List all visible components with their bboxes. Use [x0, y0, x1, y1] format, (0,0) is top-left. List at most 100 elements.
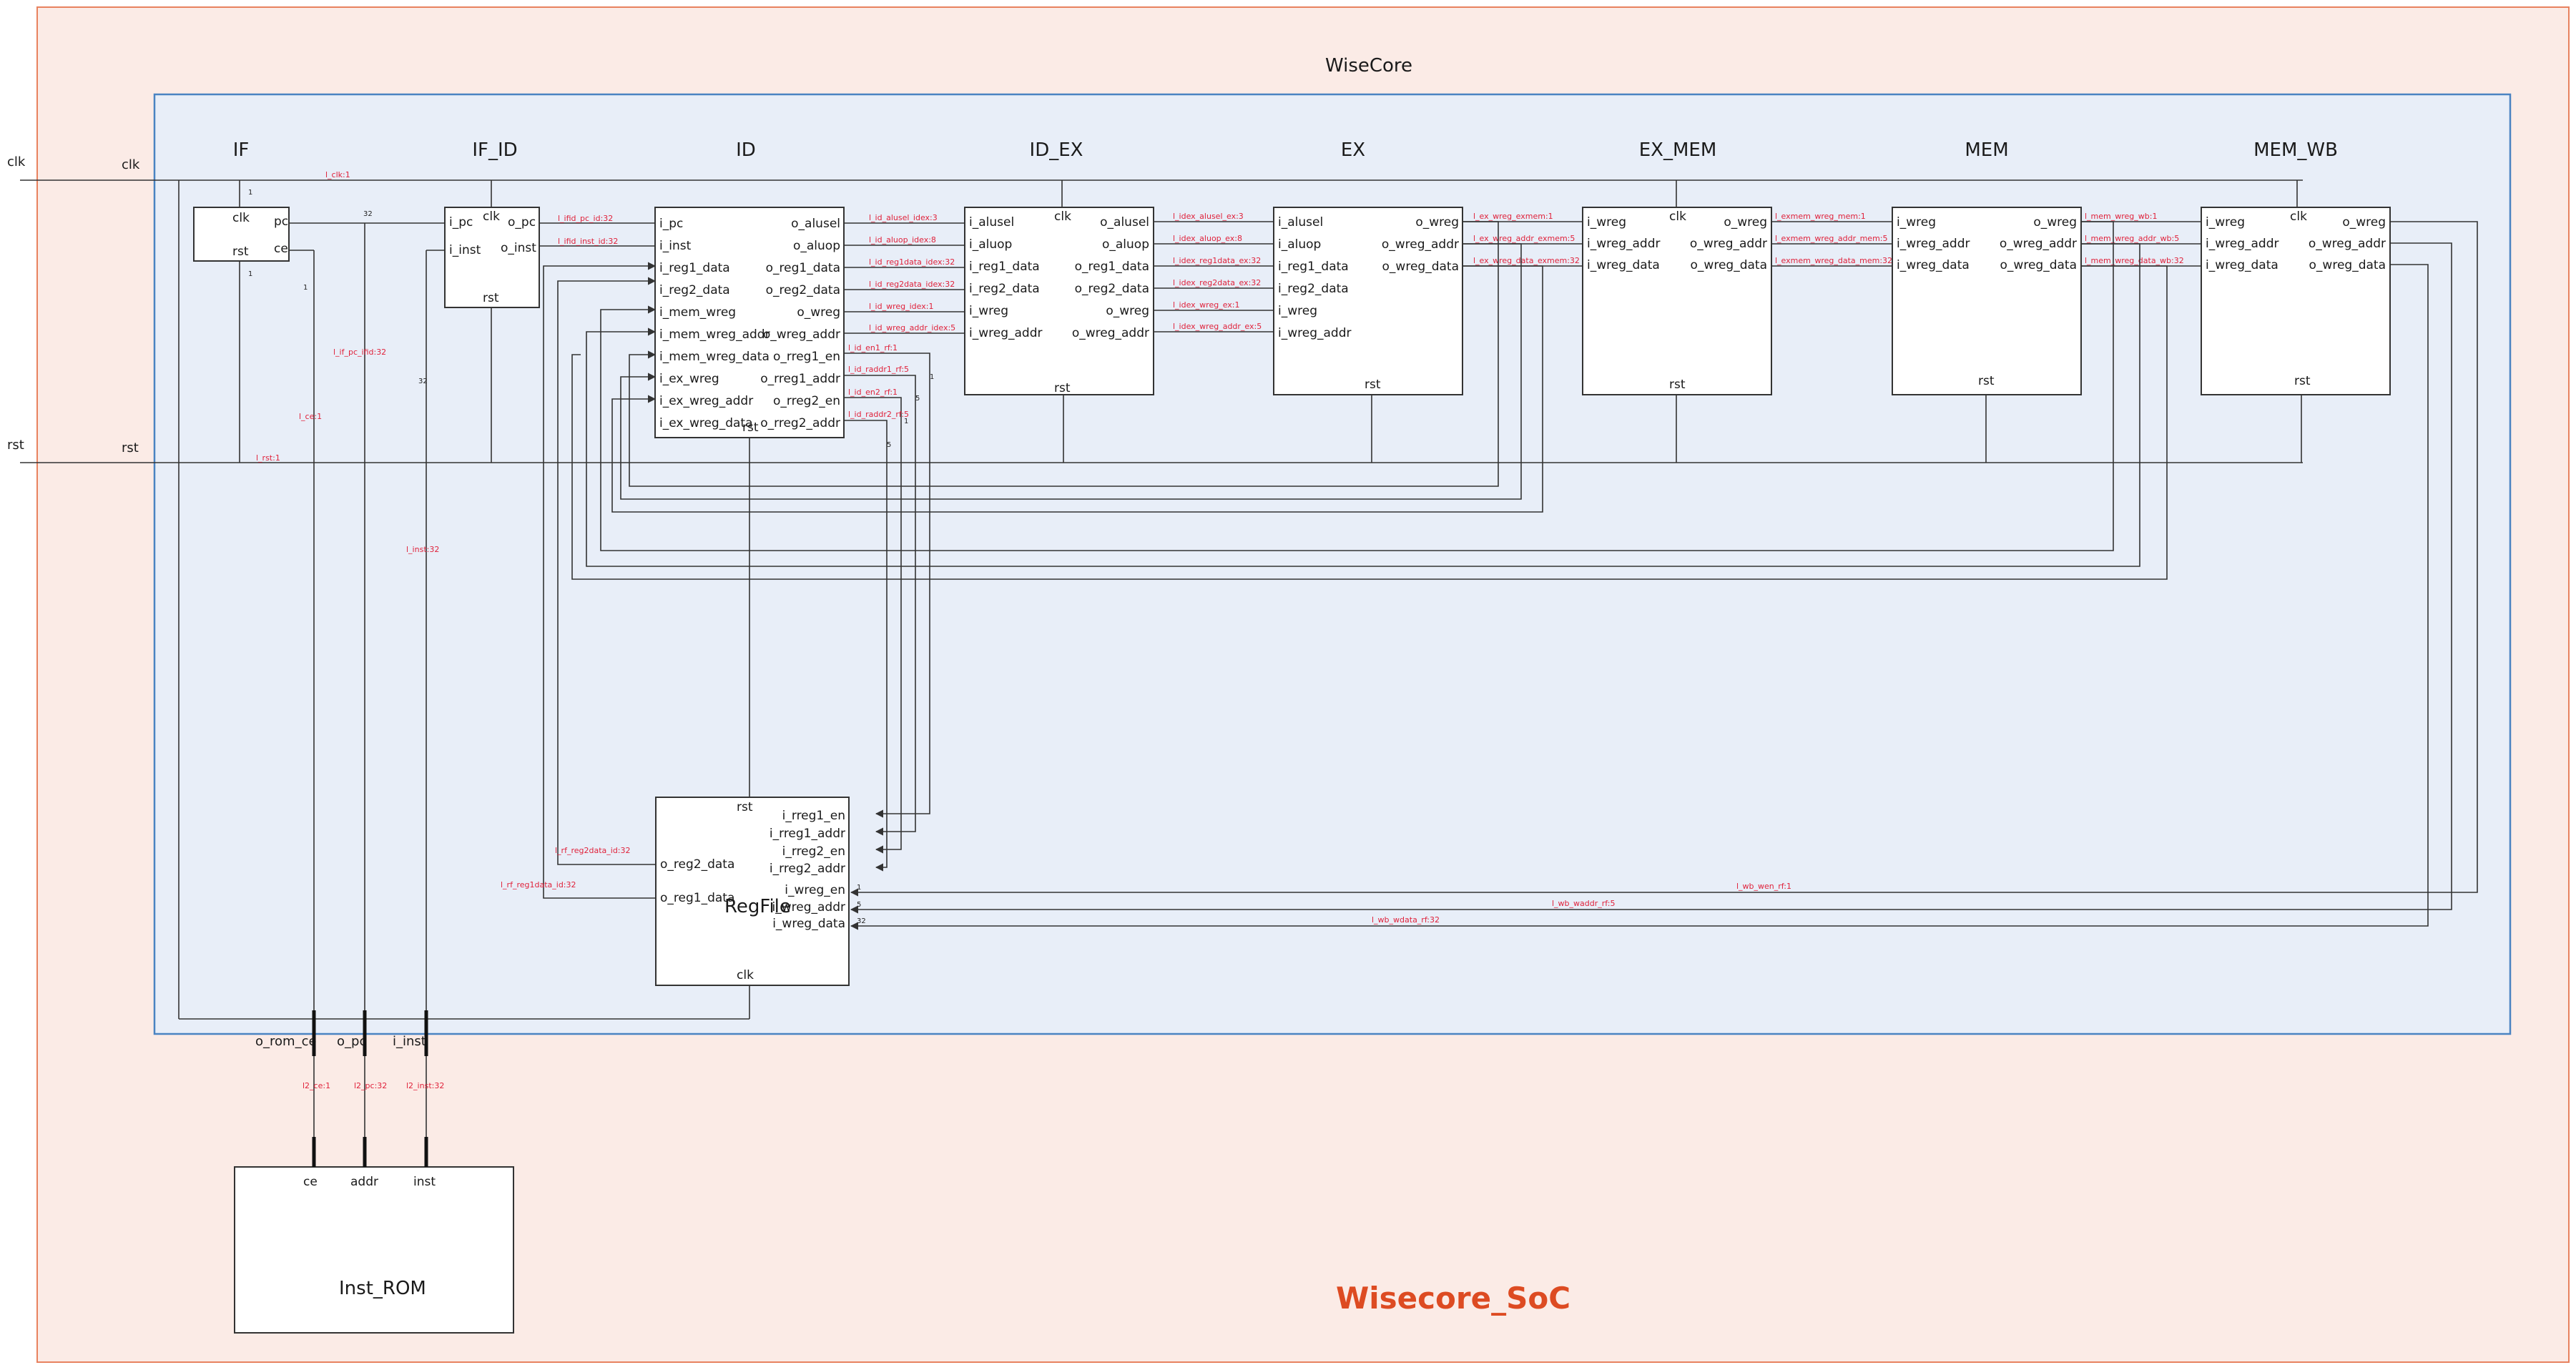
ex_mem-port-in-1: i_wreg_addr: [1587, 237, 1660, 251]
svg-text:o_rom_ce: o_rom_ce: [255, 1034, 317, 1049]
id-port-in-5: i_mem_wreg_addr: [659, 327, 770, 342]
sig-rst: l_rst:1: [256, 453, 280, 463]
svg-text:clk: clk: [1669, 210, 1686, 224]
regfile-port-in-1: i_rreg1_addr: [770, 827, 845, 841]
svg-text:o_pc: o_pc: [337, 1034, 366, 1049]
sig-inst: l_inst:32: [406, 545, 439, 554]
id_ex-port-in-3: i_reg2_data: [969, 282, 1040, 296]
svg-text:l_ifid_pc_id:32: l_ifid_pc_id:32: [558, 214, 613, 223]
svg-text:ce: ce: [303, 1175, 318, 1189]
regfile-port-in-0: i_rreg1_en: [782, 809, 845, 823]
mem_wb-port-out-0: o_wreg: [2342, 215, 2386, 230]
id_ex-port-out-1: o_aluop: [1102, 237, 1149, 252]
svg-text:inst: inst: [413, 1175, 436, 1189]
id-port-out-6: o_rreg1_en: [773, 350, 840, 364]
core-title: WiseCore: [1325, 55, 1412, 77]
id-port-in-1: i_inst: [659, 239, 692, 253]
id-port-in-0: i_pc: [659, 217, 683, 231]
svg-text:32: 32: [418, 378, 428, 385]
regfile-block: rst RegFile clk i_rreg1_eni_rreg1_addri_…: [655, 797, 850, 986]
svg-text:addr: addr: [350, 1175, 378, 1189]
id_ex-port-out-2: o_reg1_data: [1075, 260, 1149, 274]
id-port-out-7: o_rreg1_addr: [760, 372, 840, 386]
ex-port-in-2: i_reg1_data: [1278, 260, 1349, 274]
ex_mem-port-out-1: o_wreg_addr: [1690, 237, 1767, 251]
id_ex-port-in-4: i_wreg: [969, 304, 1008, 318]
ex-port-out-1: o_wreg_addr: [1382, 237, 1459, 252]
if-id-block: clk i_pc o_pc i_inst o_inst rst: [444, 207, 540, 308]
id_ex-port-out-0: o_alusel: [1100, 215, 1149, 230]
id-ex-block: clk rst i_aluseli_aluopi_reg1_datai_reg2…: [964, 207, 1154, 395]
svg-text:l_wb_waddr_rf:5: l_wb_waddr_rf:5: [1552, 899, 1615, 908]
id-port-in-6: i_mem_wreg_data: [659, 350, 770, 364]
id-port-out-1: o_aluop: [793, 239, 840, 253]
svg-text:Inst_ROM: Inst_ROM: [339, 1278, 426, 1299]
id-port-in-7: i_ex_wreg: [659, 372, 719, 386]
id-port-in-9: i_ex_wreg_data: [659, 416, 753, 430]
sig-l2-inst: l2_inst:32: [406, 1081, 444, 1090]
svg-text:rst: rst: [1054, 381, 1071, 395]
sig-id_wreg: l_id_wreg_idex:1: [869, 302, 933, 311]
id-port-in-2: i_reg1_data: [659, 261, 730, 275]
regfile-port-in-5: i_wreg_addr: [772, 900, 845, 915]
mem-block: rst i_wregi_wreg_addri_wreg_datao_wrego_…: [1892, 207, 2082, 395]
svg-text:l_id_raddr1_rf:5: l_id_raddr1_rf:5: [848, 365, 909, 374]
inst-rom-block: ce addr inst Inst_ROM: [234, 1166, 514, 1334]
clk-drops: [178, 180, 2298, 1020]
svg-text:l_id_en2_rf:1: l_id_en2_rf:1: [848, 388, 898, 397]
ex-block: rst i_aluseli_aluopi_reg1_datai_reg2_dat…: [1273, 207, 1463, 395]
id_ex-port-out-5: o_wreg_addr: [1072, 326, 1149, 340]
id-port-in-4: i_mem_wreg: [659, 305, 736, 320]
ex_mem-port-in-0: i_wreg: [1587, 215, 1626, 230]
sig-id_reg2: l_id_reg2data_idex:32: [869, 280, 955, 289]
sig-id_alusel: l_id_alusel_idex:3: [869, 213, 938, 222]
mem-port-in-2: i_wreg_data: [1897, 258, 1970, 272]
ex-port-out-0: o_wreg: [1415, 215, 1459, 230]
stage-mem: MEM: [1965, 139, 2008, 161]
writeback-wires: l_wb_wen_rf:1 l_wb_waddr_rf:5 l_wb_wdata…: [850, 221, 2478, 930]
stage-ex-mem: EX_MEM: [1639, 139, 1717, 161]
svg-text:rst: rst: [737, 800, 753, 814]
ex-port-in-1: i_aluop: [1278, 237, 1321, 252]
sig-exmem_wreg: l_exmem_wreg_mem:1: [1775, 212, 1866, 221]
mem_wb-port-out-1: o_wreg_addr: [2309, 237, 2386, 251]
sig-id_reg1: l_id_reg1data_idex:32: [869, 257, 955, 267]
soc-brand: Wisecore_SoC: [1336, 1281, 1570, 1316]
svg-text:l_wb_wdata_rf:32: l_wb_wdata_rf:32: [1372, 915, 1440, 925]
svg-text:5: 5: [915, 395, 920, 403]
svg-text:rst: rst: [1365, 378, 1381, 392]
id_ex-port-in-0: i_alusel: [969, 215, 1014, 230]
ex_mem-port-out-2: o_wreg_data: [1691, 258, 1767, 272]
ex_mem-port-in-2: i_wreg_data: [1587, 258, 1660, 272]
rf-id-wires: l_rf_reg2data_id:32 l_rf_reg1data_id:32: [501, 262, 657, 899]
svg-text:l_ifid_inst_id:32: l_ifid_inst_id:32: [558, 237, 618, 246]
svg-text:l_rf_reg2data_id:32: l_rf_reg2data_id:32: [555, 846, 631, 855]
svg-text:l_id_raddr2_rf:5: l_id_raddr2_rf:5: [848, 410, 909, 419]
svg-text:1: 1: [904, 418, 908, 425]
id-port-out-4: o_wreg: [797, 305, 840, 320]
sig-idex_wreg_addr: l_idex_wreg_addr_ex:5: [1173, 322, 1262, 331]
svg-text:1: 1: [248, 270, 252, 278]
sig-exmem_wreg_addr: l_exmem_wreg_addr_mem:5: [1775, 234, 1888, 243]
if-block: clk rst pc ce: [193, 207, 290, 262]
svg-text:i_inst: i_inst: [393, 1034, 426, 1049]
svg-text:1: 1: [857, 884, 861, 892]
svg-text:rst: rst: [232, 245, 249, 259]
rst-drops: [239, 261, 2302, 797]
stage-if: IF: [233, 139, 250, 161]
sig-ce: l_ce:1: [299, 412, 322, 421]
svg-text:5: 5: [887, 441, 891, 449]
mem-port-in-0: i_wreg: [1897, 215, 1936, 230]
regfile-port-in-2: i_rreg2_en: [782, 844, 845, 859]
svg-text:1: 1: [248, 189, 252, 197]
stage-id: ID: [736, 139, 756, 161]
id_ex-port-out-3: o_reg2_data: [1075, 282, 1149, 296]
clk-label: clk: [122, 157, 140, 172]
mem_wb-port-in-0: i_wreg: [2206, 215, 2245, 230]
svg-text:o_pc: o_pc: [508, 215, 536, 230]
sig-mem_wreg_data: l_mem_wreg_data_wb:32: [2085, 256, 2184, 265]
sig-idex_reg1: l_idex_reg1data_ex:32: [1173, 256, 1261, 265]
regfile-port-in-3: i_rreg2_addr: [770, 862, 845, 876]
ex-mem-block: clk rst i_wregi_wreg_addri_wreg_datao_wr…: [1582, 207, 1772, 395]
